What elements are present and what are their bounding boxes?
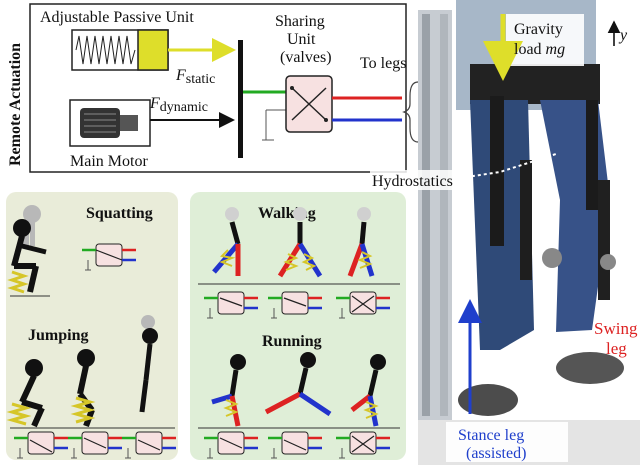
remote-actuation-label: Remote Actuation: [7, 43, 24, 166]
walk-figures: [198, 207, 400, 285]
swing-leg-label-1: Swing: [594, 319, 638, 338]
sharing-unit-label-1: Sharing: [275, 13, 325, 30]
main-motor-icon: [69, 99, 151, 147]
y-axis-label: y: [618, 27, 628, 44]
f-static-label: Fstatic: [175, 67, 215, 87]
jump-figures: [6, 315, 175, 429]
f-dynamic-label: Fdynamic: [149, 95, 208, 115]
passive-unit: [71, 29, 169, 71]
running-label: Running: [262, 333, 322, 350]
sharing-unit-label-2: Unit: [287, 31, 316, 48]
right-task-panel: Walking Ru: [190, 192, 406, 460]
load-bar: [238, 40, 243, 158]
run-figures: [198, 352, 400, 429]
main-motor-label: Main Motor: [70, 153, 148, 170]
stance-leg-label-1: Stance leg: [458, 427, 524, 444]
swing-leg-label-2: leg: [606, 339, 627, 358]
left-task-panel: Squatting Jumping: [6, 192, 178, 460]
gravity-label-1: Gravity: [514, 21, 563, 38]
passive-unit-label: Adjustable Passive Unit: [40, 9, 194, 26]
remote-actuation-box: Remote Actuation Adjustable Passive Unit…: [7, 3, 407, 173]
spring-icon: [75, 35, 136, 65]
to-legs-brace: [402, 81, 419, 143]
stance-leg-label-2: (assisted): [466, 445, 526, 462]
walking-label: Walking: [258, 205, 316, 222]
valves-label: (valves): [280, 49, 332, 66]
sharing-unit-icon: [285, 75, 333, 133]
jumping-label: Jumping: [28, 327, 88, 344]
gravity-label-2: load mg: [514, 41, 565, 58]
to-legs-label: To legs: [360, 55, 406, 72]
exoskeleton-photo: [418, 0, 640, 465]
hydrostatics-pointer: [459, 153, 557, 179]
hydrostatics-label: Hydrostatics: [372, 173, 453, 190]
squatting-label: Squatting: [86, 205, 153, 222]
squat-figure: [7, 205, 50, 297]
